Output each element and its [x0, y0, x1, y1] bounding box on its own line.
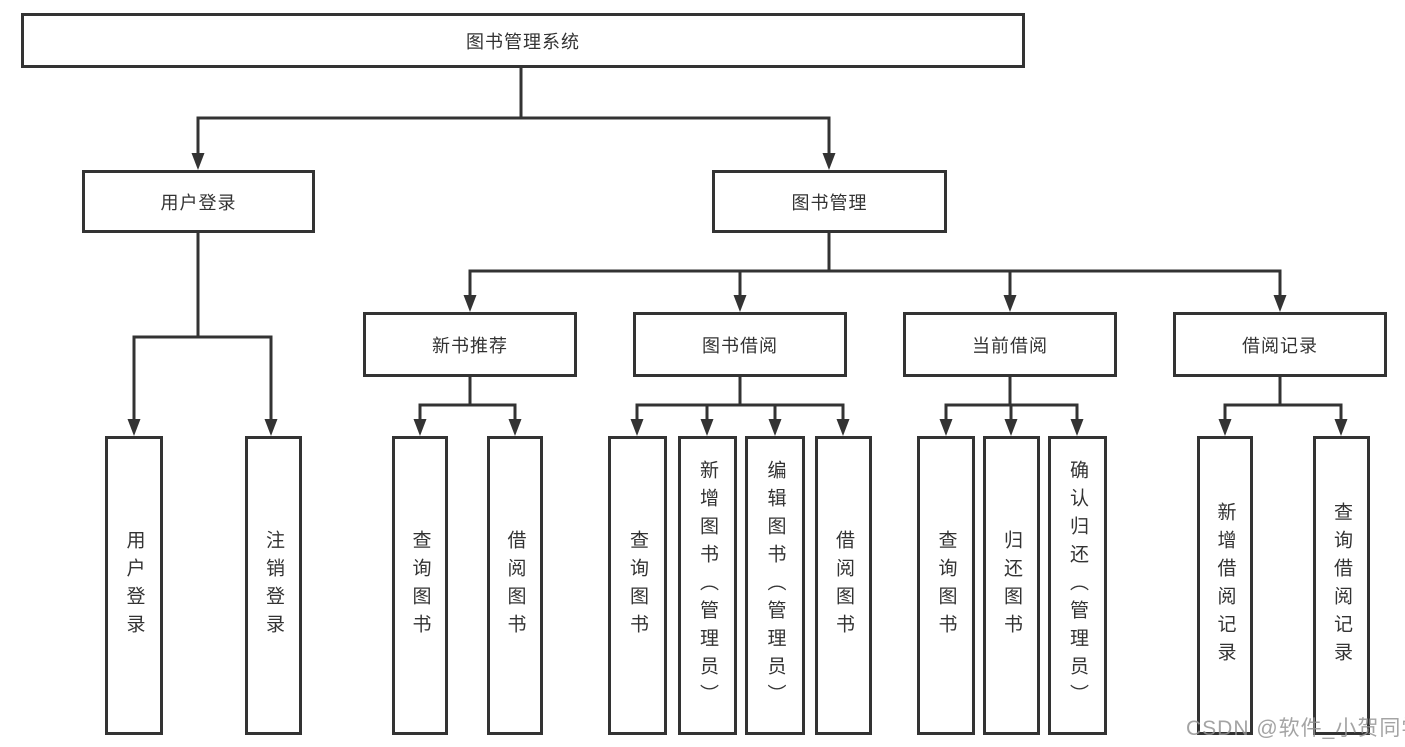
arrow-down-icon [1070, 419, 1084, 436]
node-borrow-records-label: 借阅记录 [1242, 335, 1318, 356]
arrow-down-icon [191, 153, 205, 170]
node-new-book-recommend-label: 新书推荐 [432, 335, 508, 356]
node-book-management-label: 图书管理 [791, 192, 868, 213]
leaf-return-book: 归还图书 [983, 436, 1040, 735]
node-book-borrow-label: 图书借阅 [702, 335, 778, 356]
csdn-watermark: CSDN @软件_小贺同学 [1186, 717, 1405, 740]
connector-borrow-record-children [1223, 375, 1343, 424]
connector-book-borrow-children [635, 375, 845, 424]
leaf-add-borrow-record-label: 新增借阅记录 [1214, 501, 1236, 670]
leaf-return-book-label: 归还图书 [1001, 529, 1022, 642]
arrow-down-icon [264, 419, 278, 436]
node-new-book-recommend: 新书推荐 [363, 312, 577, 377]
arrow-down-icon [1273, 295, 1287, 312]
leaf-borrow-books-recommend-label: 借阅图书 [504, 529, 526, 642]
arrow-down-icon [700, 419, 714, 436]
leaf-edit-book-admin-label: 编辑图书（管理员） [764, 459, 786, 712]
leaf-borrow-book: 借阅图书 [815, 436, 872, 735]
leaf-confirm-return-admin: 确认归还（管理员） [1048, 436, 1107, 735]
leaf-query-borrow-record-label: 查询借阅记录 [1331, 501, 1352, 670]
leaf-add-book-admin-label: 新增图书（管理员） [697, 459, 718, 712]
leaf-confirm-return-admin-label: 确认归还（管理员） [1067, 459, 1088, 712]
node-user-login: 用户登录 [82, 170, 315, 233]
arrow-down-icon [1003, 295, 1017, 312]
node-current-borrow: 当前借阅 [903, 312, 1117, 377]
arrow-down-icon [463, 295, 477, 312]
leaf-query-books-borrow-label: 查询图书 [627, 529, 648, 642]
arrow-down-icon [508, 419, 522, 436]
leaf-logout-label: 注销登录 [263, 529, 284, 642]
arrow-down-icon [1334, 419, 1348, 436]
leaf-query-books-current: 查询图书 [917, 436, 975, 735]
leaf-query-books-current-label: 查询图书 [935, 529, 957, 642]
node-book-management: 图书管理 [712, 170, 947, 233]
node-borrow-records: 借阅记录 [1173, 312, 1387, 377]
arrow-down-icon [1218, 419, 1232, 436]
arrow-down-icon [127, 419, 141, 436]
arrow-down-icon [836, 419, 850, 436]
leaf-query-books-recommend-label: 查询图书 [409, 529, 431, 642]
leaf-query-books-recommend: 查询图书 [392, 436, 448, 735]
node-user-login-label: 用户登录 [160, 192, 237, 213]
node-root-system-label: 图书管理系统 [466, 31, 580, 52]
connector-user-login-children [132, 231, 273, 424]
leaf-query-borrow-record: 查询借阅记录 [1313, 436, 1370, 735]
arrow-down-icon [413, 419, 427, 436]
leaf-add-borrow-record: 新增借阅记录 [1197, 436, 1253, 735]
leaf-user-login-action: 用户登录 [105, 436, 163, 735]
leaf-add-book-admin: 新增图书（管理员） [678, 436, 737, 735]
connector-book-management-children [468, 231, 1282, 300]
arrow-down-icon [733, 295, 747, 312]
arrow-down-icon [630, 419, 644, 436]
node-root-system: 图书管理系统 [21, 13, 1025, 68]
leaf-edit-book-admin: 编辑图书（管理员） [745, 436, 805, 735]
arrow-down-icon [1004, 419, 1018, 436]
connector-current-borrow-children [944, 375, 1079, 424]
node-book-borrow: 图书借阅 [633, 312, 847, 377]
arrow-down-icon [822, 153, 836, 170]
arrow-down-icon [939, 419, 953, 436]
node-current-borrow-label: 当前借阅 [972, 335, 1048, 356]
connector-root-to-level2 [196, 66, 831, 158]
leaf-user-login-action-label: 用户登录 [123, 529, 145, 642]
arrow-down-icon [768, 419, 782, 436]
leaf-borrow-books-recommend: 借阅图书 [487, 436, 543, 735]
leaf-borrow-book-label: 借阅图书 [833, 529, 854, 642]
connector-new-book-children [418, 375, 517, 424]
leaf-logout: 注销登录 [245, 436, 302, 735]
leaf-query-books-borrow: 查询图书 [608, 436, 667, 735]
